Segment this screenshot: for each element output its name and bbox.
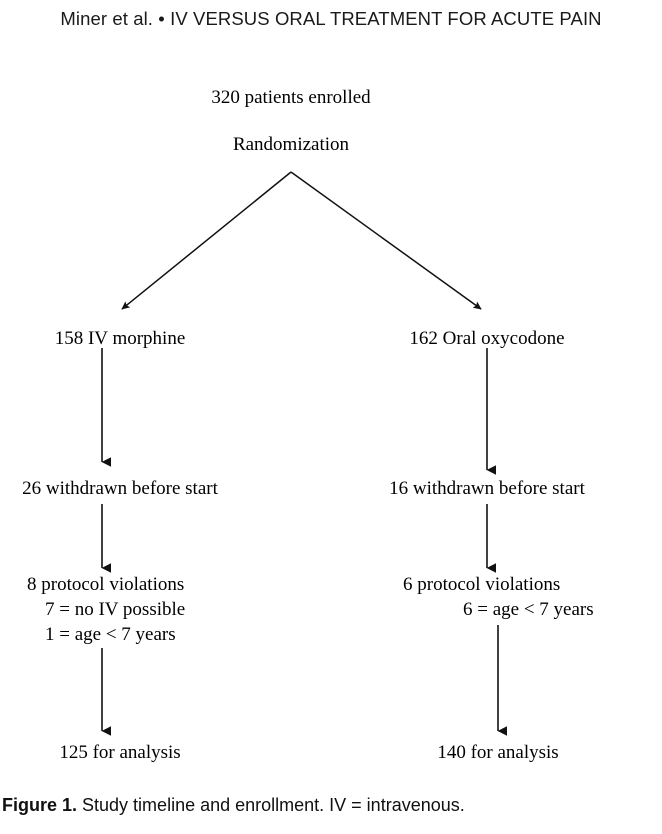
edge-randomization-to-iv	[121, 171, 292, 310]
figure-caption-text: Study timeline and enrollment. IV = intr…	[82, 795, 465, 815]
node-iv-withdrawn: 26 withdrawn before start	[22, 478, 218, 499]
node-iv-violation-detail-2: 1 = age < 7 years	[45, 624, 176, 645]
node-iv-morphine: 158 IV morphine	[54, 328, 186, 349]
figure-caption: Figure 1. Study timeline and enrollment.…	[2, 793, 660, 817]
flowchart-connectors	[101, 171, 508, 736]
node-iv-violations: 8 protocol violations 7 = no IV possible…	[27, 572, 307, 647]
node-oral-analysis: 140 for analysis	[437, 742, 559, 763]
edge-randomization-to-oral	[290, 171, 482, 310]
node-iv-violations-title: 8 protocol violations	[27, 574, 185, 595]
node-oral-violation-detail-1: 6 = age < 7 years	[463, 599, 594, 620]
running-head: Miner et al. • IV VERSUS ORAL TREATMENT …	[60, 8, 602, 29]
figure-caption-label: Figure 1.	[2, 795, 78, 815]
node-oral-oxycodone: 162 Oral oxycodone	[409, 328, 565, 349]
node-iv-analysis: 125 for analysis	[59, 742, 181, 763]
node-randomization: Randomization	[232, 134, 350, 155]
node-enrolled: 320 patients enrolled	[211, 87, 371, 108]
node-oral-violations-title: 6 protocol violations	[403, 574, 561, 595]
node-oral-violations: 6 protocol violations 6 = age < 7 years	[403, 572, 662, 622]
node-iv-violation-detail-1: 7 = no IV possible	[45, 599, 186, 620]
flowchart-figure: 320 patients enrolled Randomization 158 …	[22, 87, 662, 763]
node-oral-withdrawn: 16 withdrawn before start	[389, 478, 585, 499]
